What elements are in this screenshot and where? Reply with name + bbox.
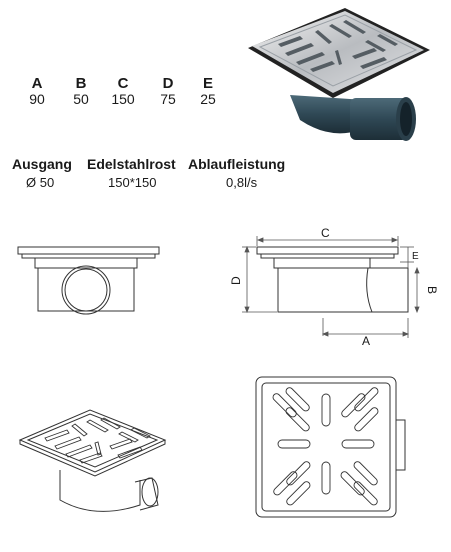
- dim-letter: D: [162, 75, 174, 92]
- spec-value-flow: 0,8l/s: [226, 175, 258, 190]
- dim-label-d: D: [229, 276, 243, 285]
- product-photo: [248, 8, 430, 141]
- dim-letter: A: [31, 75, 43, 92]
- dim-label-c: C: [321, 226, 330, 240]
- dim-value: 75: [160, 91, 176, 107]
- dim-letter: C: [117, 75, 129, 92]
- top-view-drawing: [255, 376, 406, 518]
- spec-value-outlet: Ø 50: [26, 175, 55, 190]
- isometric-drawing: [18, 409, 167, 512]
- dim-label-a: A: [362, 334, 370, 348]
- spec-label-flow: Ablaufleistung: [188, 156, 286, 172]
- dim-letter: E: [202, 75, 213, 92]
- dim-col-e: E 25: [193, 76, 223, 107]
- dim-value: 150: [111, 91, 135, 107]
- dim-col-d: D 75: [153, 76, 183, 107]
- spec-value-grate: 150*150: [108, 175, 157, 190]
- front-view-drawing: [17, 246, 160, 315]
- spec-label-grate: Edelstahlrost: [87, 156, 176, 172]
- dim-col-a: A 90: [22, 76, 52, 107]
- dim-value: 90: [29, 91, 45, 107]
- spec-label-outlet: Ausgang: [12, 156, 72, 172]
- dim-letter: B: [75, 75, 87, 92]
- dim-value: 25: [200, 91, 216, 107]
- dim-label-e: E: [412, 251, 419, 262]
- dim-value: 50: [73, 91, 89, 107]
- dim-label-b: B: [425, 286, 439, 294]
- dim-col-c: C 150: [108, 76, 138, 107]
- side-view-drawing: C D E B A: [229, 226, 439, 348]
- dim-col-b: B 50: [66, 76, 96, 107]
